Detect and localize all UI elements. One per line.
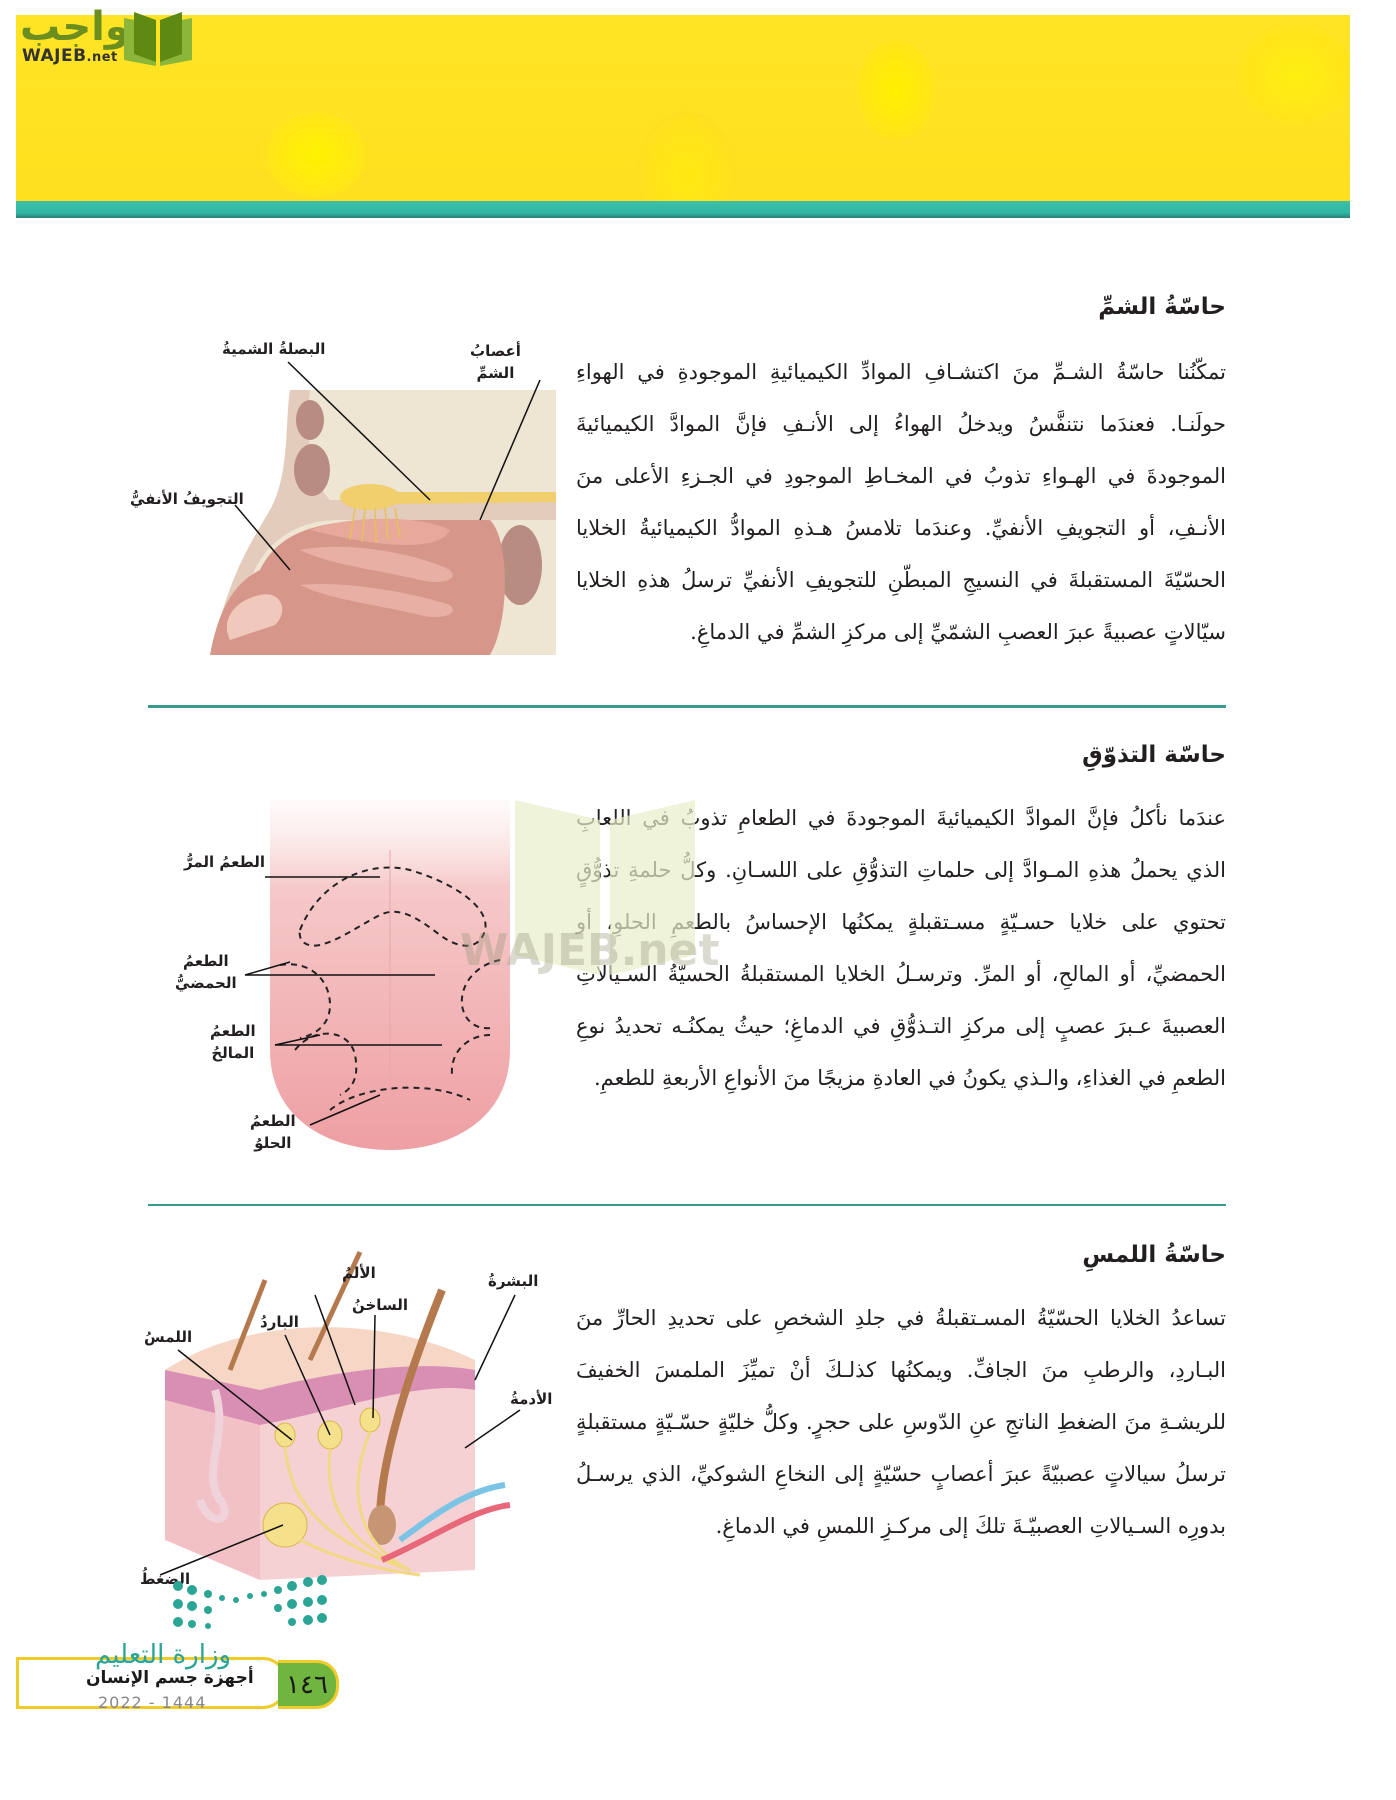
section-title-smell: حاسّةُ الشمِّ: [1098, 294, 1226, 320]
edition-year: 2022 - 1444: [98, 1693, 207, 1712]
label-salty: الطعمُ المالحُ: [210, 1022, 256, 1062]
label-touch: اللمسُ: [144, 1328, 193, 1346]
label-dermis: الأدمةُ: [510, 1390, 553, 1408]
paragraph-touch: تساعدُ الخلايا الحسّيّةُ المسـتقبلةُ في …: [576, 1306, 1226, 1538]
section-divider: [148, 705, 1226, 708]
label-sour: الطعمُ الحمضيُّ: [175, 952, 237, 992]
header-stripe: [16, 201, 1350, 218]
label-pain: الألمُ: [342, 1264, 376, 1282]
label-olfactory-nerves: أعصابُ الشمِّ: [470, 342, 521, 382]
tongue-leader-lines: [244, 876, 442, 1126]
page-number: ١٤٦: [278, 1660, 339, 1709]
watermark-text: WAJEB.net: [460, 925, 720, 976]
nose-diagram: البصلةُ الشميةُ أعصابُ الشمِّ التجويفُ ا…: [130, 340, 556, 655]
book-icon: [124, 12, 192, 66]
label-sweet: الطعمُ الحلوُ: [250, 1112, 296, 1152]
logo-english-text: WAJEB.net: [22, 46, 118, 66]
label-epidermis: البشرةُ: [488, 1272, 539, 1290]
section-divider: [148, 1204, 1226, 1206]
label-bitter: الطعمُ المرُّ: [184, 853, 265, 871]
label-hot: الساخنُ: [352, 1296, 408, 1314]
label-nasal-cavity: التجويفُ الأنفيُّ: [130, 490, 244, 508]
chapter-title: أجهزة جسم الإنسان: [86, 1668, 254, 1688]
skin-cross-section-illustration: [165, 1250, 511, 1580]
label-cold: الباردُ: [260, 1313, 299, 1331]
footer-chapter-box: [16, 1657, 287, 1709]
nose-anatomy-illustration: [190, 380, 556, 655]
section-title-taste: حاسّة التذوّقِ: [1082, 742, 1226, 768]
label-olfactory-bulb: البصلةُ الشميةُ: [222, 340, 326, 358]
skin-diagram: الألمُ الساخنُ الباردُ اللمسُ البشرةُ ال…: [120, 1240, 560, 1620]
section-title-touch: حاسّةُ اللمسِ: [1082, 1242, 1226, 1268]
ministry-logo-dots-icon: [173, 1575, 327, 1629]
skin-leader-lines: [159, 1294, 521, 1576]
ministry-name: وزارة التعليم: [95, 1640, 232, 1670]
header-banner: [16, 15, 1350, 201]
paragraph-smell: تمكّنُنا حاسّةُ الشـمِّ منَ اكتشـافِ الم…: [576, 360, 1226, 644]
wajeb-logo[interactable]: واجب WAJEB.net: [10, 4, 192, 68]
nose-leader-lines: [234, 361, 541, 571]
logo-arabic-text: واجب: [20, 4, 130, 50]
tongue-diagram: الطعمُ المرُّ الطعمُ الحمضيُّ الطعمُ الم…: [170, 790, 550, 1160]
